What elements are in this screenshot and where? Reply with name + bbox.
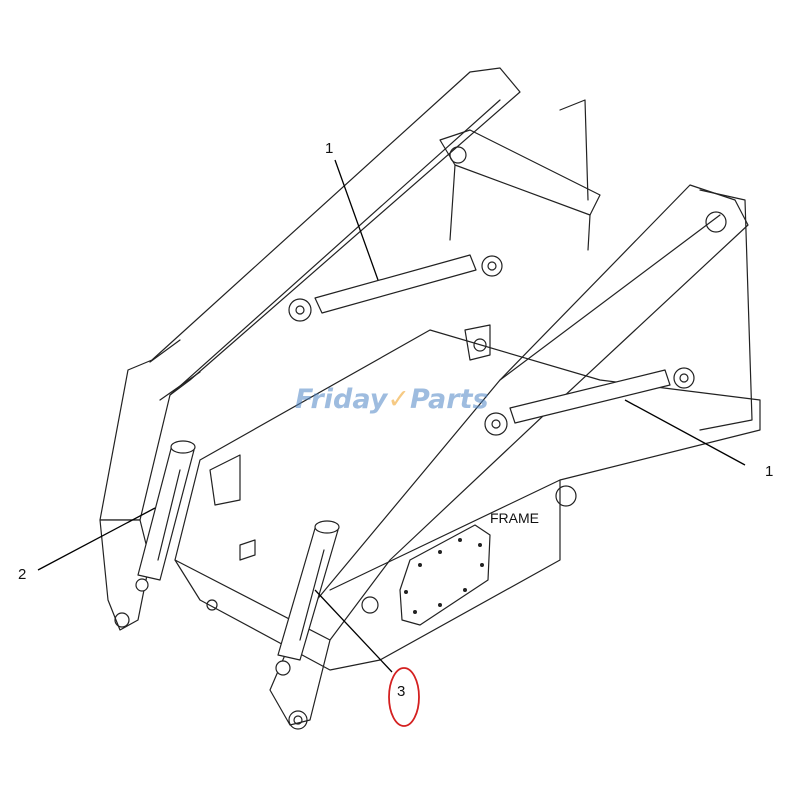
loader-frame-drawing (99, 67, 761, 730)
callout-1-right: 1 (765, 463, 773, 480)
link-rod-upper (288, 254, 503, 322)
highlight-circle (388, 667, 420, 727)
frame-label: FRAME (490, 510, 539, 526)
leader-lines (37, 159, 746, 673)
callout-1-top: 1 (325, 140, 333, 157)
callout-3: 3 (397, 683, 405, 700)
bolt-pattern (404, 538, 484, 614)
svg-text:Friday✓Parts: Friday✓Parts (295, 384, 489, 415)
link-rod-right (484, 367, 695, 436)
watermark-part1: Friday (295, 384, 389, 415)
lift-cylinder-left (135, 440, 196, 592)
watermark-logo: Friday✓Parts (295, 384, 489, 415)
callout-2: 2 (18, 566, 26, 583)
watermark-part2: Parts (410, 384, 489, 415)
lift-cylinder-right (275, 520, 340, 676)
